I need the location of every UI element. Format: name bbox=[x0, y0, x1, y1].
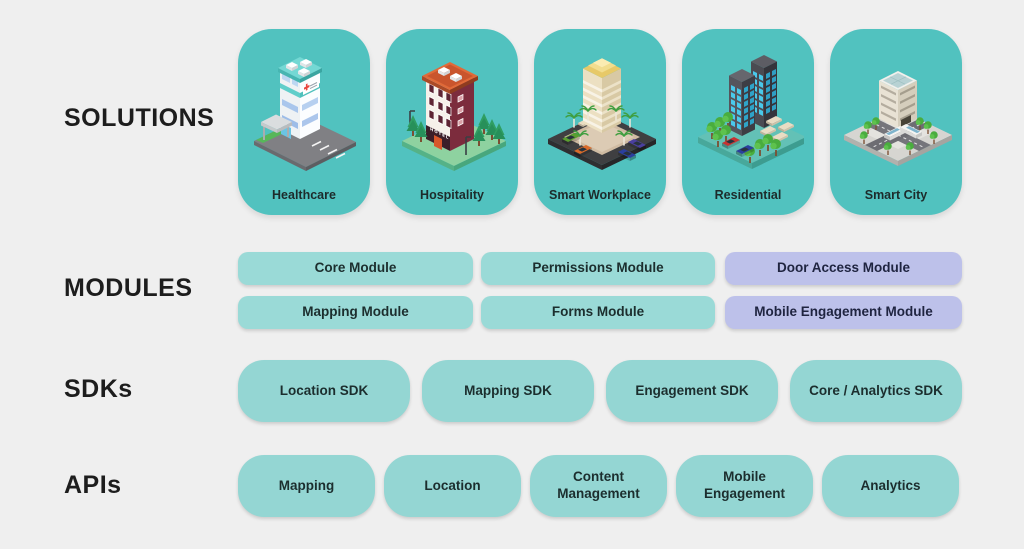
solution-card-smart-city: Smart City bbox=[830, 29, 962, 215]
module-pill-mobile-engagement: Mobile Engagement Module bbox=[725, 296, 962, 329]
modules-heading: MODULES bbox=[64, 274, 193, 302]
solution-card-label: Smart City bbox=[864, 188, 928, 202]
sdk-pill-mapping: Mapping SDK bbox=[422, 360, 594, 422]
sdk-pill-core-analytics: Core / Analytics SDK bbox=[790, 360, 962, 422]
residential-building-icon bbox=[698, 55, 804, 169]
sdk-pill-engagement: Engagement SDK bbox=[606, 360, 778, 422]
solution-card-label: Smart Workplace bbox=[549, 188, 651, 202]
sdk-pill-location: Location SDK bbox=[238, 360, 410, 422]
api-pill-mobile-engagement: Mobile Engagement bbox=[676, 455, 813, 517]
module-pill-core: Core Module bbox=[238, 252, 473, 285]
module-pill-mapping: Mapping Module bbox=[238, 296, 473, 329]
solution-card-smart-workplace: Smart Workplace bbox=[534, 29, 666, 215]
solution-card-label: Residential bbox=[714, 188, 782, 202]
sdks-heading: SDKs bbox=[64, 375, 133, 403]
healthcare-building-icon bbox=[254, 57, 356, 171]
hospitality-building-icon: HOTEL bbox=[402, 62, 506, 171]
module-pill-forms: Forms Module bbox=[481, 296, 715, 329]
solutions-row: Healthcare bbox=[238, 29, 962, 215]
api-pill-content-management: Content Management bbox=[530, 455, 667, 517]
solutions-heading: SOLUTIONS bbox=[64, 104, 215, 132]
solution-card-hospitality: HOTEL Hospitality bbox=[386, 29, 518, 215]
smart-city-building-icon bbox=[844, 71, 952, 166]
solution-card-label: Hospitality bbox=[420, 188, 484, 202]
module-pill-permissions: Permissions Module bbox=[481, 252, 715, 285]
solution-card-residential: Residential bbox=[682, 29, 814, 215]
api-pill-location: Location bbox=[384, 455, 521, 517]
api-pill-mapping: Mapping bbox=[238, 455, 375, 517]
solution-card-healthcare: Healthcare bbox=[238, 29, 370, 215]
api-pill-analytics: Analytics bbox=[822, 455, 959, 517]
apis-heading: APIs bbox=[64, 471, 122, 499]
solution-card-label: Healthcare bbox=[272, 188, 336, 202]
smart-workplace-building-icon bbox=[548, 58, 656, 170]
module-pill-door-access: Door Access Module bbox=[725, 252, 962, 285]
